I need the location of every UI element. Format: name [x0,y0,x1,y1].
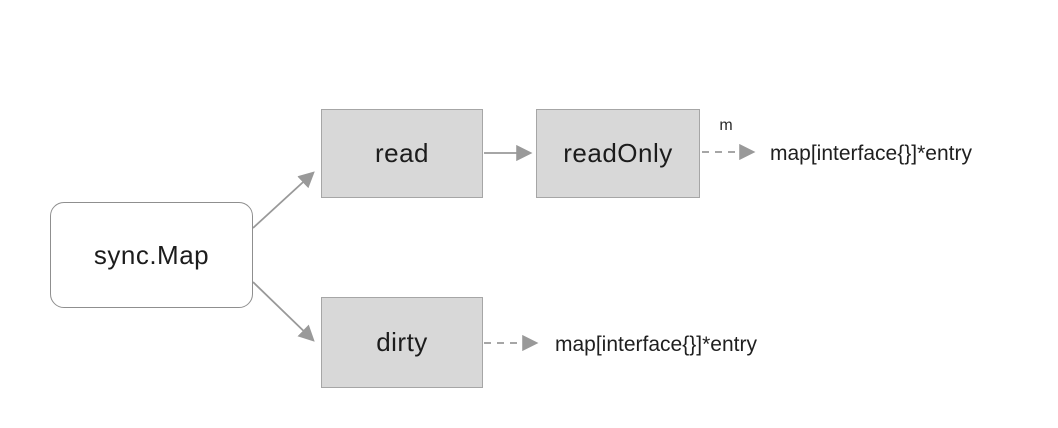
node-readonly-label: readOnly [563,138,673,168]
edge-label-m: m [719,117,733,134]
node-read-label: read [374,138,430,168]
node-sync-map: sync.Map [50,202,253,308]
node-dirty: dirty [321,297,483,388]
node-readonly: readOnly [536,109,700,198]
edge-syncmap-to-dirty [252,281,315,342]
maptype-label-dirty: map[interface{}]*entry [555,333,757,356]
edge-syncmap-to-read [252,171,315,229]
node-sync-map-label: sync.Map [93,239,210,270]
node-read: read [321,109,483,198]
maptype-label-readonly: map[interface{}]*entry [770,142,972,165]
node-dirty-label: dirty [376,327,428,357]
